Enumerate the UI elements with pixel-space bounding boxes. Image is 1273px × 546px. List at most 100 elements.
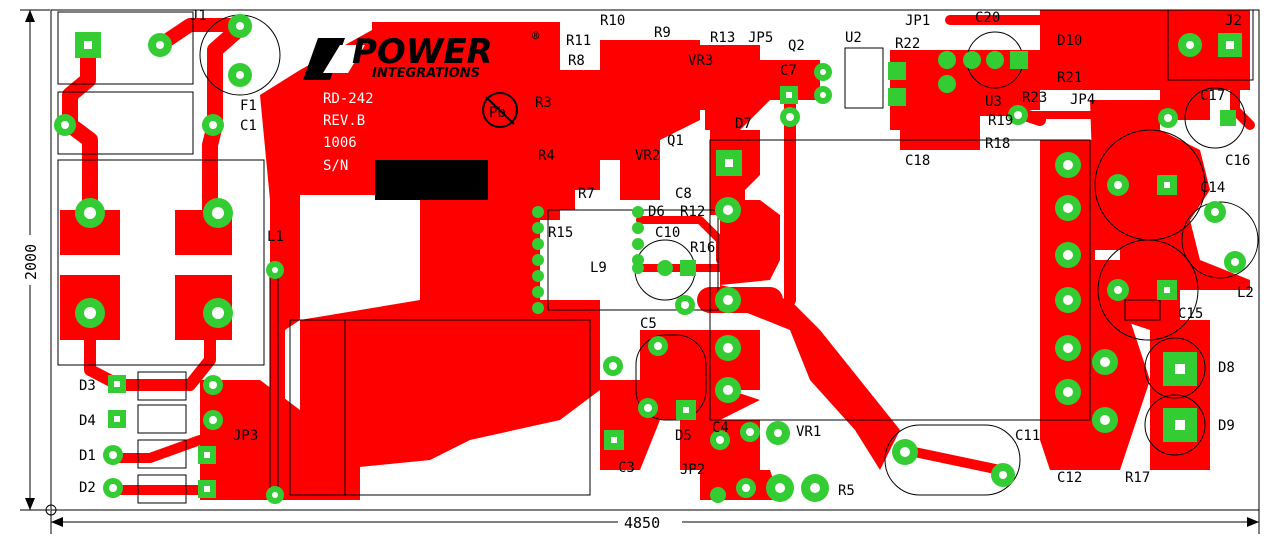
board-name: RD-242 bbox=[323, 91, 374, 107]
pad-round bbox=[266, 261, 284, 279]
pad-round bbox=[991, 463, 1015, 487]
refdes-r7: R7 bbox=[578, 186, 595, 202]
pad-square bbox=[198, 446, 216, 464]
registered-mark: ® bbox=[532, 29, 540, 43]
pad-square bbox=[1163, 352, 1197, 386]
refdes-jp4: JP4 bbox=[1070, 92, 1095, 108]
pad-square bbox=[680, 260, 696, 276]
pad-round bbox=[532, 302, 544, 314]
pad-round bbox=[532, 238, 544, 250]
serial-label: S/N bbox=[323, 158, 348, 174]
pad-round bbox=[1107, 279, 1129, 301]
refdes-d8: D8 bbox=[1218, 360, 1235, 376]
refdes-f1: F1 bbox=[240, 98, 257, 114]
pad-round bbox=[202, 114, 224, 136]
pad-square bbox=[888, 62, 906, 80]
pad-round bbox=[740, 422, 760, 442]
pad-round bbox=[1055, 379, 1081, 405]
refdes-d9: D9 bbox=[1218, 418, 1235, 434]
refdes-d3: D3 bbox=[79, 378, 96, 394]
board-revision: REV.B bbox=[323, 113, 365, 129]
pad-square bbox=[198, 480, 216, 498]
pad-round bbox=[1055, 152, 1081, 178]
pad-round bbox=[228, 14, 252, 38]
pad-round bbox=[766, 474, 794, 502]
dimension-lines: 2000 4850 bbox=[20, 9, 1260, 534]
pad-round bbox=[103, 478, 123, 498]
refdes-r21: R21 bbox=[1057, 70, 1082, 86]
pad-square bbox=[1163, 408, 1197, 442]
refdes-u3: U3 bbox=[985, 94, 1002, 110]
pad-square bbox=[676, 400, 696, 420]
refdes-d1: D1 bbox=[79, 448, 96, 464]
refdes-c14: C14 bbox=[1200, 180, 1225, 196]
silkscreen-outlines bbox=[50, 9, 1260, 511]
refdes-c17: C17 bbox=[1200, 88, 1225, 104]
width-dimension: 4850 bbox=[624, 514, 660, 532]
pad-round bbox=[710, 487, 726, 503]
pad-round bbox=[632, 238, 644, 250]
refdes-c1: C1 bbox=[240, 118, 257, 134]
refdes-c4: C4 bbox=[712, 420, 729, 436]
pad-round bbox=[1055, 287, 1081, 313]
refdes-l1: L1 bbox=[267, 229, 284, 245]
pad-round bbox=[986, 51, 1004, 69]
pad-round bbox=[266, 486, 284, 504]
refdes-c11: C11 bbox=[1015, 428, 1040, 444]
pad-round bbox=[632, 222, 644, 234]
refdes-vr1: VR1 bbox=[796, 424, 821, 440]
pad-round bbox=[203, 298, 233, 328]
pad-round bbox=[892, 439, 918, 465]
pad-round bbox=[1224, 251, 1246, 273]
refdes-r18: R18 bbox=[985, 136, 1010, 152]
refdes-r19: R19 bbox=[988, 113, 1013, 129]
pad-round bbox=[203, 198, 233, 228]
logo-subtitle: INTEGRATIONS bbox=[372, 66, 480, 81]
refdes-d10: D10 bbox=[1057, 33, 1082, 49]
refdes-r5: R5 bbox=[838, 483, 855, 499]
logo-brand: POWER bbox=[352, 32, 493, 72]
pad-round bbox=[814, 86, 832, 104]
pad-round bbox=[675, 295, 695, 315]
pad-round bbox=[1092, 407, 1118, 433]
pad-round bbox=[1204, 201, 1226, 223]
pad-square bbox=[780, 86, 798, 104]
pad-round bbox=[532, 254, 544, 266]
refdes-c12: C12 bbox=[1057, 470, 1082, 486]
pad-round bbox=[938, 75, 956, 93]
pad-round bbox=[1092, 349, 1118, 375]
pad-round bbox=[1055, 242, 1081, 268]
pad-round bbox=[710, 430, 730, 450]
pad-round bbox=[603, 356, 623, 376]
pad-round bbox=[75, 198, 105, 228]
pad-round bbox=[938, 51, 956, 69]
board-date-code: 1006 bbox=[323, 135, 357, 151]
pad-round bbox=[736, 478, 756, 498]
pad-round bbox=[648, 336, 668, 356]
pad-round bbox=[657, 260, 673, 276]
refdes-r13: R13 bbox=[710, 30, 735, 46]
pad-round bbox=[103, 445, 123, 465]
pad-round bbox=[1158, 108, 1178, 128]
component-pads bbox=[54, 14, 1246, 504]
pad-round bbox=[54, 114, 76, 136]
refdes-r4: R4 bbox=[538, 148, 555, 164]
refdes-l9: L9 bbox=[590, 260, 607, 276]
refdes-c16: C16 bbox=[1225, 153, 1250, 169]
refdes-r11: R11 bbox=[566, 33, 591, 49]
pad-round bbox=[1107, 174, 1129, 196]
pad-round bbox=[532, 206, 544, 218]
pad-round bbox=[801, 474, 829, 502]
refdes-r3: R3 bbox=[535, 95, 552, 111]
pad-round bbox=[715, 335, 741, 361]
refdes-c7: C7 bbox=[780, 63, 797, 79]
refdes-jp5: JP5 bbox=[748, 30, 773, 46]
reference-designators: J1 F1 C1 L1 D3 D4 D1 D2 JP3 R3 R4 R8 R11… bbox=[79, 8, 1254, 499]
refdes-r12: R12 bbox=[680, 204, 705, 220]
refdes-r22: R22 bbox=[895, 36, 920, 52]
refdes-d2: D2 bbox=[79, 480, 96, 496]
refdes-d5: D5 bbox=[675, 428, 692, 444]
pad-round bbox=[780, 107, 800, 127]
refdes-r9: R9 bbox=[654, 25, 671, 41]
